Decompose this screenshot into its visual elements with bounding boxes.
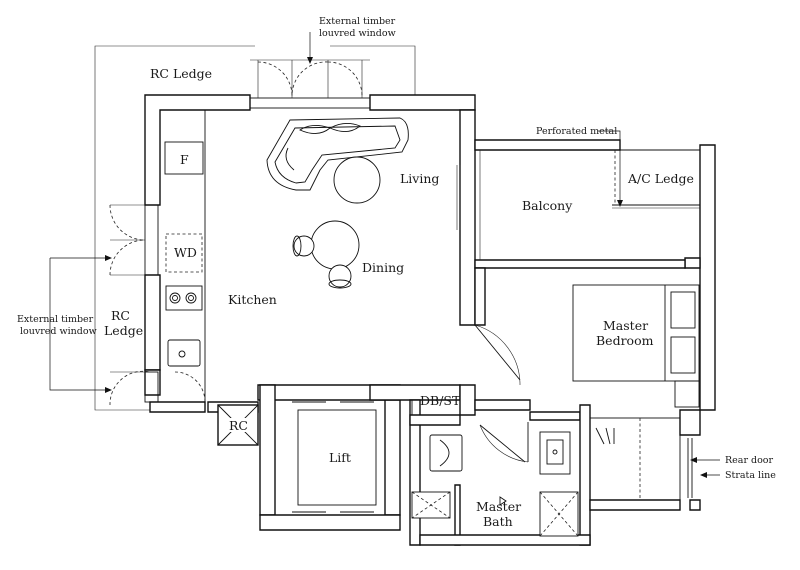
shower-1: [411, 491, 451, 519]
rc-column: [217, 404, 259, 446]
strata-outline: [94, 45, 416, 411]
sink: [167, 339, 201, 367]
rear-door-label: Rear door: [725, 455, 774, 466]
living-label: Living: [400, 171, 439, 186]
text-labels: RC Ledge External timber louvred window …: [17, 16, 776, 529]
fridge-label: F: [180, 152, 189, 167]
ac-ledge-label: A/C Ledge: [627, 171, 694, 186]
rc-ledge-top-label: RC Ledge: [150, 66, 212, 81]
shower-2: [539, 491, 579, 537]
kitchen-label: Kitchen: [228, 292, 277, 307]
lift: [292, 401, 377, 513]
left-window: [109, 204, 206, 406]
wardrobe: [589, 417, 681, 501]
callouts: [49, 32, 720, 478]
dining-label: Dining: [362, 260, 404, 275]
walls: [144, 94, 716, 546]
master-bedroom-label-1: Master: [603, 318, 648, 333]
living-bedroom-door: [456, 165, 521, 386]
balcony-outline: [479, 149, 700, 260]
perforated-metal-label: Perforated metal: [536, 126, 617, 137]
master-bath-label-1: Master: [476, 499, 521, 514]
rc-column-label: RC: [229, 418, 248, 433]
master-bath-label-2: Bath: [483, 514, 513, 529]
window-top-label-2: louvred window: [319, 28, 396, 39]
sofa: [266, 117, 409, 204]
db-st-label: DB/ST: [420, 393, 461, 408]
bedroom-furniture: [572, 284, 700, 501]
balcony-label: Balcony: [522, 198, 573, 213]
lift-label: Lift: [329, 450, 351, 465]
window-top-label-1: External timber: [319, 16, 396, 27]
toilet: [429, 434, 463, 472]
strata-line-label: Strata line: [725, 470, 776, 481]
rear-door: [687, 438, 693, 498]
bath-fixtures: [411, 422, 579, 537]
dining-set: [292, 220, 360, 289]
washer-dryer-label: WD: [174, 245, 197, 260]
kitchen-counter: [164, 110, 206, 402]
basin: [539, 431, 571, 475]
rc-ledge-left-label-1: RC: [111, 308, 130, 323]
master-bedroom-label-2: Bedroom: [596, 333, 654, 348]
window-left-label-1: External timber: [17, 314, 94, 325]
window-left-label-2: louvred window: [20, 326, 97, 337]
washer-dryer: [165, 233, 203, 273]
bed: [572, 284, 700, 382]
cooktop: [165, 285, 203, 311]
top-window: [249, 59, 371, 109]
rc-ledge-left-label-2: Ledge: [104, 323, 143, 338]
fridge: [164, 141, 204, 175]
